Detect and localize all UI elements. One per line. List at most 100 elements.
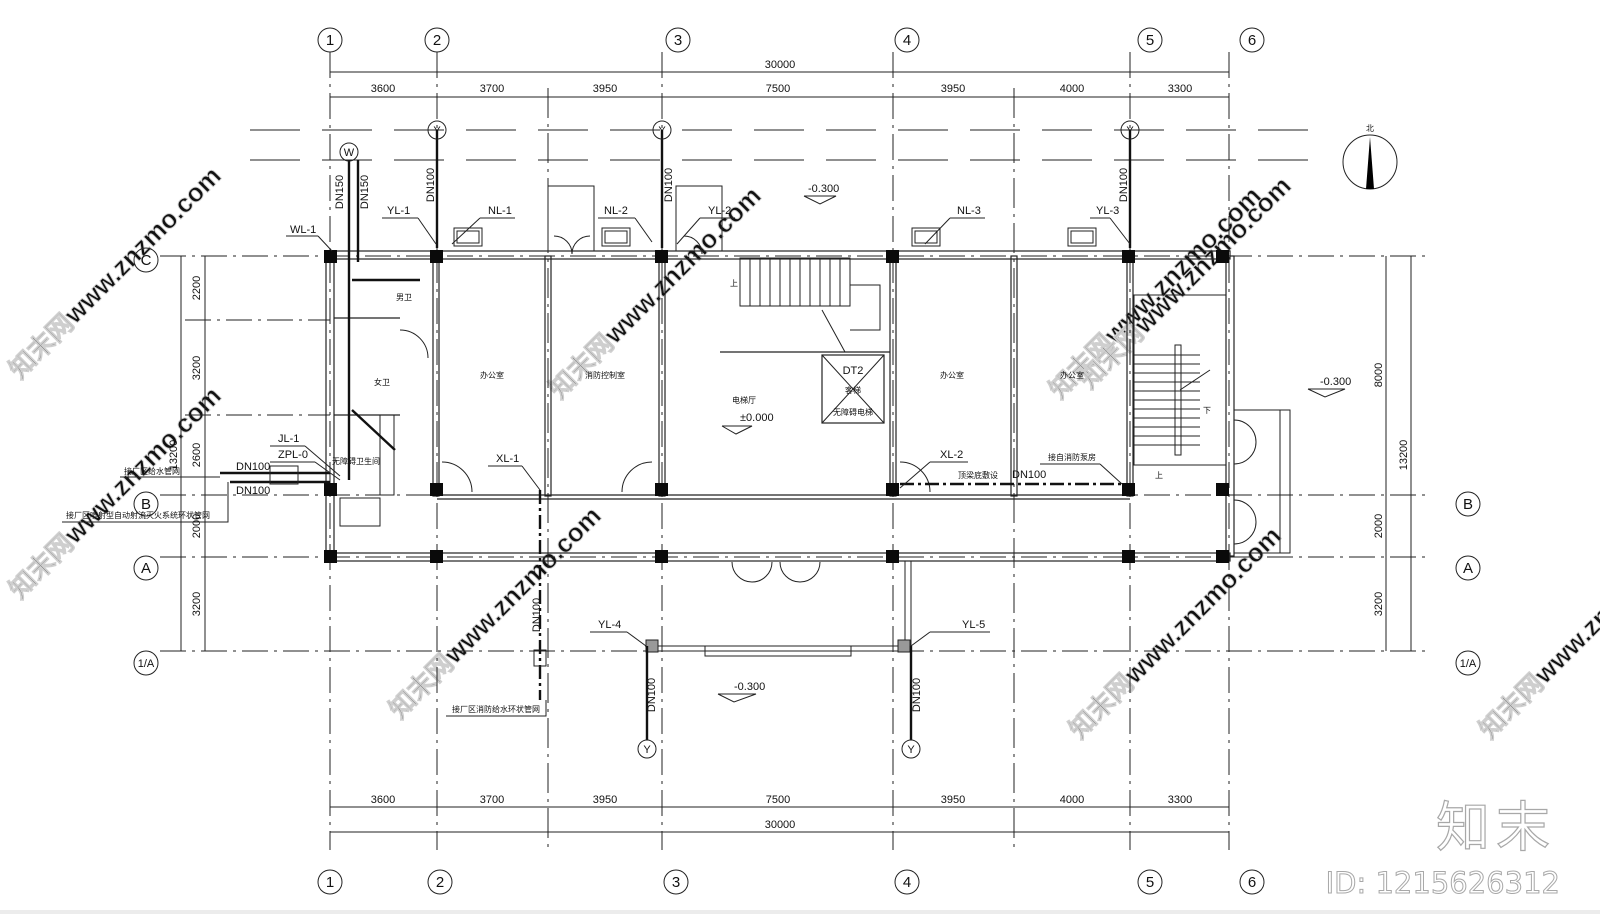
level-north: -0.300 — [808, 183, 839, 195]
y-symbol: Y — [433, 125, 441, 137]
level-east: -0.300 — [1320, 376, 1351, 388]
riser-label-yl5: YL-5 — [962, 619, 985, 631]
right-total-dimension: 13200 — [1398, 440, 1410, 471]
top-dimension: 3600 — [371, 83, 395, 95]
riser-label-wl1: WL-1 — [290, 224, 316, 236]
top-dimension-chain: 30000 3600 3700 3950 7500 3950 4000 3300 — [330, 59, 1229, 98]
room-office-2: 办公室 — [940, 370, 964, 380]
left-dimension-chain: 2200 3200 2600 2000 3200 13200 — [168, 256, 206, 651]
axis-label: 3 — [672, 874, 680, 891]
axis-label: 1 — [326, 32, 334, 49]
left-dimension: 3200 — [191, 592, 203, 616]
pipe-size-label: DN150 — [359, 175, 371, 209]
top-dimension: 3300 — [1168, 83, 1192, 95]
room-labels: 办公室 消防控制室 电梯厅 办公室 办公室 男卫 女卫 无障碍卫生间 DT2 客… — [332, 293, 1084, 466]
stair-up-label: 上 — [730, 279, 738, 288]
riser-label-xl2: XL-2 — [940, 449, 963, 461]
y-symbol: Y — [907, 744, 915, 756]
elevator-id: DT2 — [843, 365, 864, 377]
pipe-size-label: DN100 — [425, 168, 437, 202]
axis-label: B — [141, 496, 151, 513]
right-dimension: 8000 — [1373, 363, 1385, 387]
north-label: 北 — [1366, 124, 1374, 133]
w-symbol: W — [344, 147, 355, 159]
riser-label-nl3: NL-3 — [957, 205, 981, 217]
stair-up-label: 上 — [1155, 471, 1163, 480]
left-dimension: 2200 — [191, 276, 203, 300]
bottom-total-dimension: 30000 — [765, 819, 796, 831]
structural-columns — [324, 250, 1229, 653]
watermark-text: 知末网www.znzmo.com — [1063, 520, 1287, 744]
axis-label: B — [1463, 496, 1473, 513]
north-arrow-icon: 北 — [1342, 124, 1398, 190]
left-dimension: 2600 — [191, 443, 203, 467]
y-symbol: Y — [1126, 125, 1134, 137]
watermark-text: 知末网www.znzmo.com — [1473, 520, 1600, 744]
row-axis-bubbles: C B A 1/A B A 1/A — [133, 247, 1481, 676]
top-dimension: 3950 — [941, 83, 965, 95]
watermark-text: 知末网www.znzmo.com — [543, 180, 767, 404]
riser-label-yl4: YL-4 — [598, 619, 621, 631]
column-axis-bubbles-top: 1 2 3 4 5 6 — [317, 27, 1265, 53]
elevator-note: 无障碍电梯 — [833, 407, 873, 417]
room-elevator-hall: 电梯厅 — [732, 395, 756, 405]
axis-label: 2 — [433, 32, 441, 49]
level-hall: ±0.000 — [740, 412, 774, 424]
pipe-size-label: DN100 — [1118, 168, 1130, 202]
y-symbol: Y — [643, 744, 651, 756]
riser-label-nl2: NL-2 — [604, 205, 628, 217]
stair-north: 上 — [730, 257, 881, 353]
note-pump-room: 接自消防泵房 — [1048, 452, 1096, 462]
axis-label: 4 — [903, 874, 911, 891]
fire-hydrant-boxes — [453, 227, 1097, 247]
note-supply-in: 接厂区给水管网 — [124, 466, 180, 476]
watermark-text: 知末网www.znzmo.com — [1073, 170, 1297, 394]
axis-label: 6 — [1248, 874, 1256, 891]
note-spray-in: 接厂区喷射型自动射流灭火系统环状管网 — [66, 510, 210, 520]
y-symbol: Y — [658, 125, 666, 137]
bottom-bar — [0, 910, 1600, 914]
riser-label-jl1: JL-1 — [278, 433, 299, 445]
brand-watermark: 知末 — [1435, 795, 1556, 859]
pipe-size-label: DN100 — [646, 678, 658, 712]
left-total-dimension: 13200 — [168, 440, 180, 471]
right-dimension-chain: 8000 2000 3200 13200 — [1373, 256, 1412, 651]
top-dimension: 7500 — [766, 83, 790, 95]
right-dimension: 3200 — [1373, 592, 1385, 616]
watermark-layer: 知末网www.znzmo.com 知末网www.znzmo.com 知末网www… — [3, 160, 1600, 745]
riser-label-yl1: YL-1 — [387, 205, 410, 217]
riser-label-yl3: YL-3 — [1096, 205, 1119, 217]
axis-label: 5 — [1146, 32, 1154, 49]
riser-label-nl1: NL-1 — [488, 205, 512, 217]
room-office-1: 办公室 — [480, 370, 504, 380]
riser-label-xl1: XL-1 — [496, 453, 519, 465]
note-fire-in: 接厂区消防给水环状管网 — [452, 704, 540, 714]
bottom-dimension: 3950 — [593, 794, 617, 806]
bottom-dimension: 7500 — [766, 794, 790, 806]
watermark-text: 知末网www.znzmo.com — [3, 160, 227, 384]
pipe-size-label: DN100 — [236, 485, 270, 497]
axis-label: 6 — [1248, 32, 1256, 49]
axis-label: C — [141, 252, 152, 269]
axis-label: 1 — [326, 874, 334, 891]
room-women-wc: 女卫 — [374, 377, 390, 387]
axis-label: 2 — [436, 874, 444, 891]
room-fire-control: 消防控制室 — [585, 370, 625, 380]
bottom-dimension: 3600 — [371, 794, 395, 806]
pipe-size-label: DN100 — [531, 598, 543, 632]
pipe-network — [220, 130, 1132, 740]
axis-label: A — [1463, 560, 1473, 577]
pipe-labels: DN150 DN150 DN100 DN100 DN100 DN100 DN10… — [236, 168, 1131, 712]
bottom-dimension: 3950 — [941, 794, 965, 806]
right-dimension: 2000 — [1373, 514, 1385, 538]
top-total-dimension: 30000 — [765, 59, 796, 71]
axis-label: A — [141, 560, 151, 577]
left-dimension: 2000 — [191, 514, 203, 538]
stair-down-label: 下 — [1203, 406, 1211, 415]
pipe-size-label: DN100 — [911, 678, 923, 712]
axis-label: 1/A — [1460, 658, 1477, 670]
axis-label: 3 — [674, 32, 682, 49]
top-dimension: 3700 — [480, 83, 504, 95]
left-dimension: 3200 — [191, 356, 203, 380]
